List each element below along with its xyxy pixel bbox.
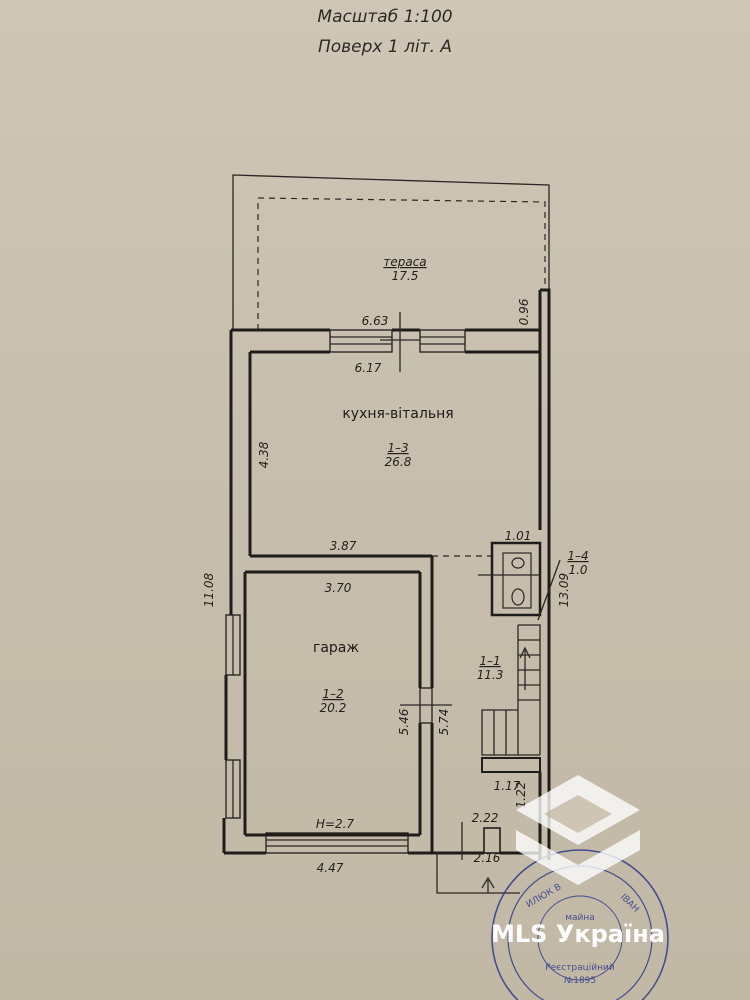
landing [481,757,541,773]
dim-garage-depth: 5.46 [397,708,411,735]
dim-total-left: 11.08 [202,572,216,607]
garage-area: 20.2 [320,701,347,715]
garage-name: гараж [313,640,359,656]
stair-treads [493,639,540,755]
dim-kitchen-bottom: 3.87 [330,539,357,553]
stair-arrow-head [519,646,531,659]
dim-garage-width-outer: 4.47 [317,861,344,875]
dim-wc-width: 1.01 [505,529,532,543]
wc-room [490,541,542,617]
wc-area: 1.0 [568,563,587,577]
porch-outline [436,853,520,894]
wc-number: 1–4 [567,549,588,563]
terrace-dashed-line [257,197,546,330]
garage-window [265,832,409,854]
stamp-text-line: майна [565,913,595,923]
dim-entry-bottom: 2.16 [474,851,501,865]
stairs-outline [481,625,540,756]
stamp-text-line: ІВАН [618,892,640,914]
dim-stair-width: 1.17 [494,779,521,793]
dim-kitchen-depth: 4.38 [257,441,271,468]
terrace-outline [232,174,550,330]
wc-inner [502,552,532,609]
toilet-icon [511,588,525,606]
kitchen-number: 1–3 [387,441,408,455]
dim-garage-width-inner: 3.70 [325,581,352,595]
dim-terrace-depth: 0.96 [517,298,531,325]
porch-arrow-head [481,876,495,889]
terrace-area: 17.5 [392,269,419,283]
dim-total-right: 13.09 [557,573,571,607]
mls-watermark-text: MLS Україна [491,920,665,948]
dim-garage-height: H=2.7 [316,817,355,831]
scale-label: Масштаб 1:100 [317,7,452,27]
dim-hall-depth: 5.74 [437,709,451,736]
kitchen-area: 26.8 [385,455,412,469]
dim-entry-top: 2.22 [472,811,499,825]
garage-number: 1–2 [322,687,343,701]
dim-kitchen-width-outer: 6.63 [362,314,389,328]
kitchen-name: кухня-вітальня [342,406,453,422]
stairs-outline [518,624,541,755]
wall-right-outer [540,288,551,860]
hall-area: 11.3 [477,668,504,682]
terrace-name: тераса [383,255,426,269]
entry-door [483,827,501,854]
sink-icon [511,557,525,569]
dim-small-right: 1.22 [514,782,528,809]
window [329,329,393,353]
window [419,329,466,353]
leader-line [537,559,561,621]
mls-logo-icon [516,775,640,885]
floor-label: Поверх 1 літ. А [318,37,452,57]
stamp-text-line: №1895 [564,976,596,986]
hall-number: 1–1 [479,654,500,668]
dim-kitchen-width-inner: 6.17 [355,361,382,375]
stamp-text-line: Реєстраційний [545,963,615,973]
